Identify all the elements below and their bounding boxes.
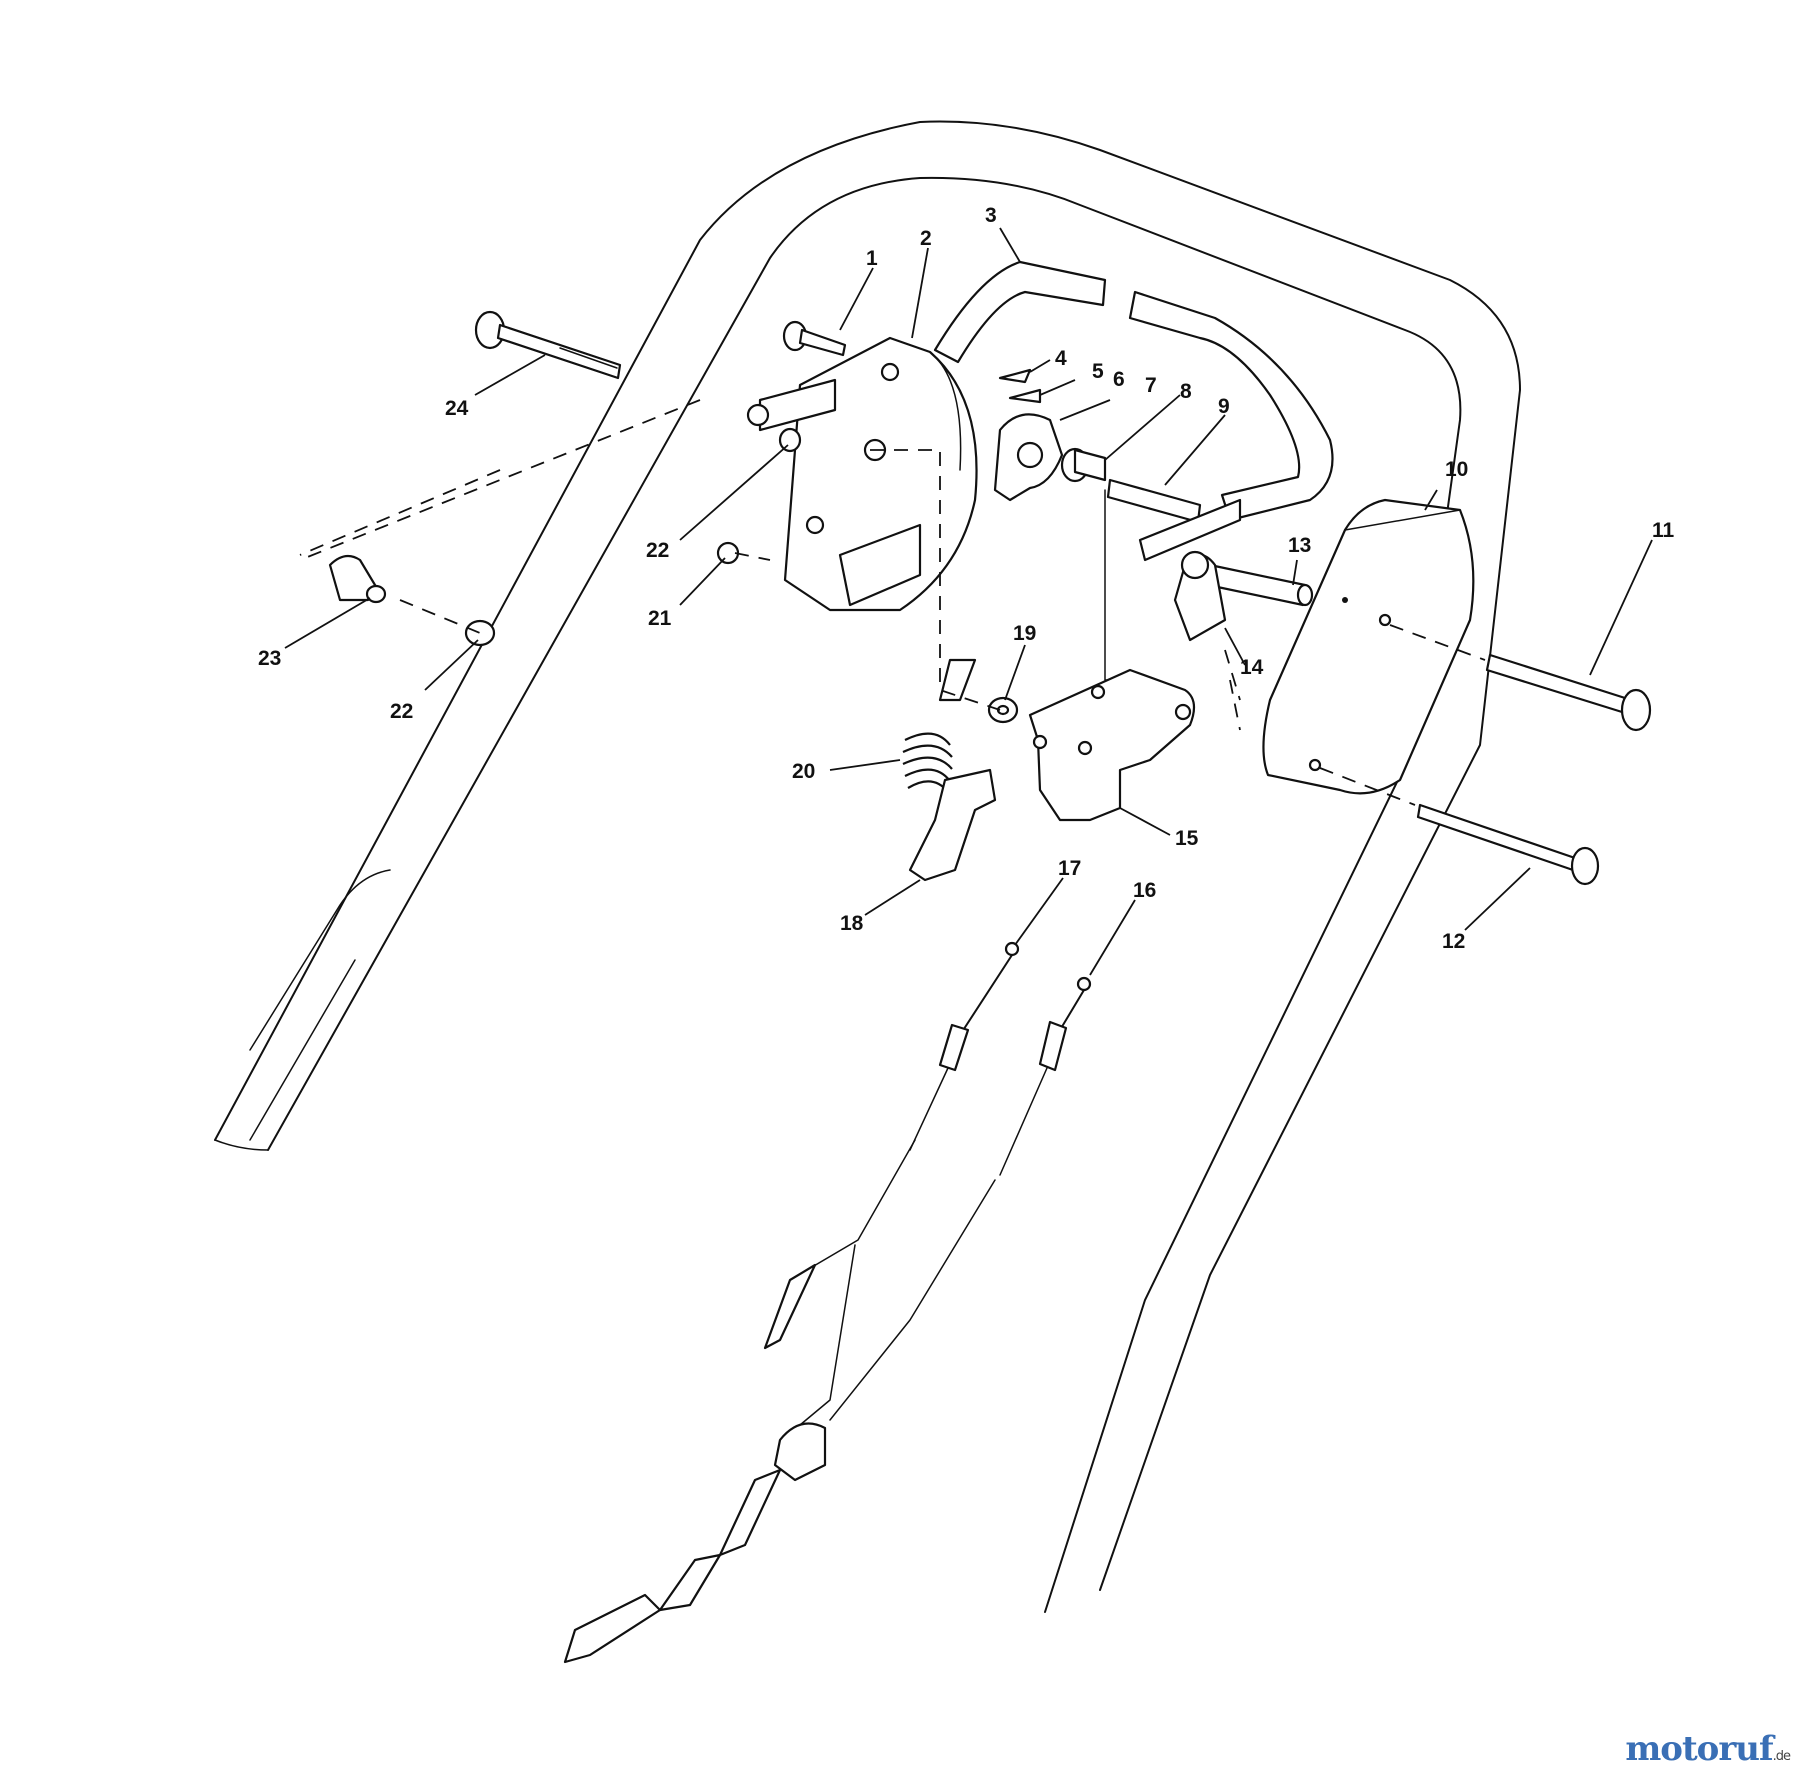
callout-22-upper: 22 (646, 539, 669, 562)
callout-9: 9 (1218, 395, 1230, 418)
callout-22-lower: 22 (390, 700, 413, 723)
callout-20: 20 (792, 760, 815, 783)
part-18-latch (908, 658, 997, 882)
callout-5: 5 (1092, 360, 1104, 383)
part-10-housing-cover (1262, 498, 1475, 795)
callout-23: 23 (258, 647, 281, 670)
watermark-logo: motoruf.de (1625, 1729, 1791, 1769)
part-19-washer (987, 696, 1019, 724)
part-5-washer (1008, 388, 1042, 404)
callout-13: 13 (1288, 534, 1311, 557)
part-23-knob (328, 554, 387, 604)
handle-frame (214, 120, 1521, 1613)
part-11-carriage-bolt (1485, 653, 1652, 732)
assembly-lines (299, 399, 1486, 806)
part-24-bolt (474, 310, 622, 380)
part-16-cable (563, 976, 1092, 1664)
callout-leaders (284, 227, 1653, 976)
part-22-bushing-upper (778, 427, 802, 453)
callout-14: 14 (1240, 656, 1264, 679)
callout-24: 24 (445, 397, 469, 420)
part-17-cable (763, 941, 1020, 1426)
part-14-lever (1138, 498, 1242, 642)
part-15-mounting-plate (1028, 668, 1196, 822)
callout-19: 19 (1013, 622, 1036, 645)
callout-6: 6 (1113, 368, 1125, 391)
callout-18: 18 (840, 912, 864, 935)
callout-8: 8 (1180, 380, 1192, 403)
callout-10: 10 (1445, 458, 1468, 481)
callout-4: 4 (1055, 347, 1067, 370)
callout-11: 11 (1652, 519, 1675, 542)
callout-1: 1 (866, 247, 878, 270)
callout-15: 15 (1175, 827, 1199, 850)
part-8-spacer (1073, 448, 1107, 482)
part-1-bolt (782, 320, 847, 357)
part-4-clip (998, 368, 1032, 384)
callout-labels: 1 2 3 4 5 6 7 8 9 10 11 12 13 14 15 16 1… (258, 204, 1675, 953)
part-2-control-bracket (746, 336, 978, 612)
callout-16: 16 (1133, 879, 1156, 902)
callout-2: 2 (920, 227, 932, 250)
watermark-text: motoruf (1625, 1729, 1773, 1769)
callout-12: 12 (1442, 930, 1465, 953)
part-6-lever (993, 413, 1064, 502)
part-3-bail (933, 260, 1334, 522)
callout-3: 3 (985, 204, 997, 227)
watermark-suffix: .de (1772, 1749, 1791, 1764)
callout-17: 17 (1058, 857, 1081, 880)
callout-21: 21 (648, 607, 672, 630)
part-20-spring (902, 732, 953, 793)
callout-7: 7 (1145, 374, 1157, 397)
part-12-carriage-bolt (1416, 803, 1600, 886)
part-22-bushing-lower (464, 619, 496, 647)
part-13-shaft (1206, 563, 1314, 607)
